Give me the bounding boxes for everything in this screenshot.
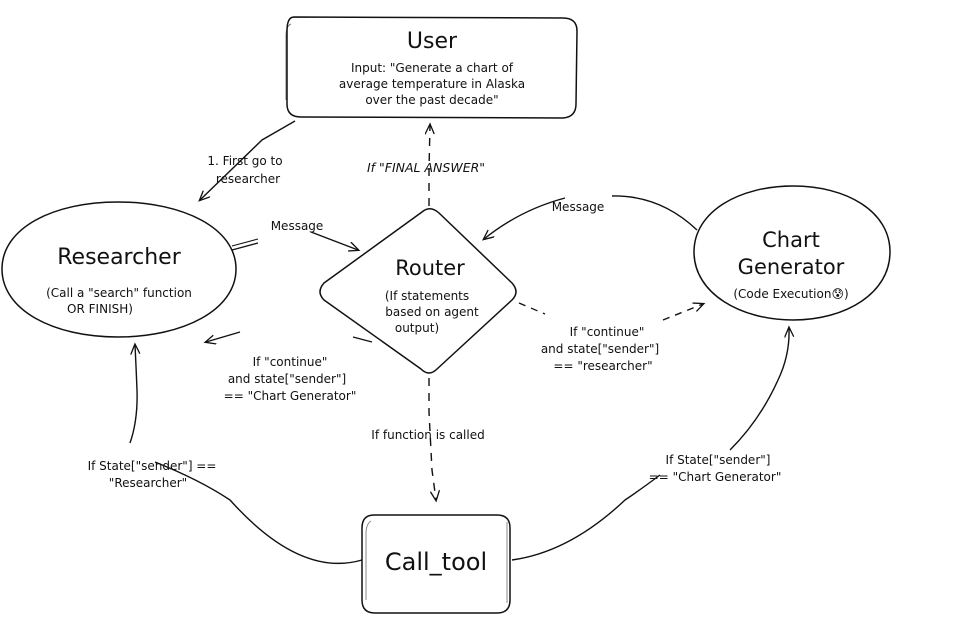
- edge-label-user-to-researcher: 1. First go to researcher: [207, 154, 282, 186]
- edge-label-line: If "continue": [253, 355, 328, 369]
- edge-router-to-user: [429, 125, 430, 206]
- node-chart-generator-title-1: Chart: [762, 228, 820, 252]
- node-call-tool[interactable]: Call_tool: [361, 514, 511, 614]
- node-chart-generator-line-1: (Code Execution😰): [733, 287, 848, 301]
- node-user-line-1: Input: "Generate a chart of: [351, 61, 514, 75]
- edge-calltool-to-chartgen: [511, 328, 789, 561]
- edge-label-router-to-chartgen: If "continue" and state["sender"] == "re…: [541, 325, 659, 373]
- node-researcher-title: Researcher: [57, 245, 181, 270]
- node-researcher-line-2: OR FINISH): [67, 302, 133, 316]
- node-user[interactable]: User Input: "Generate a chart of average…: [285, 16, 578, 119]
- edge-label-calltool-to-chartgen: If State["sender"] == "Chart Generator": [649, 453, 782, 484]
- edge-label-line: and state["sender"]: [228, 372, 346, 386]
- node-researcher[interactable]: Researcher (Call a "search" function OR …: [1, 201, 237, 338]
- edge-router-to-researcher: [206, 331, 373, 342]
- edge-router-to-chartgen: [518, 302, 703, 321]
- edge-label-router-to-user: If "FINAL ANSWER": [367, 160, 485, 175]
- edge-label-chartgen-to-router: Message: [552, 200, 605, 214]
- edge-label-line: and state["sender"]: [541, 342, 659, 356]
- edge-label-line: If "FINAL ANSWER": [367, 160, 485, 175]
- node-router-title: Router: [395, 256, 465, 280]
- edge-label-line: researcher: [216, 172, 280, 186]
- edge-researcher-to-router: [231, 231, 358, 250]
- edge-label-researcher-to-router: Message: [271, 219, 324, 233]
- edge-label-line: If "continue": [570, 325, 645, 339]
- node-router-line-1: (If statements: [385, 289, 469, 303]
- edge-label-line: == "researcher": [553, 359, 652, 373]
- edge-label-line: "Researcher": [109, 476, 187, 490]
- edge-label-line: Message: [552, 200, 605, 214]
- edge-calltool-to-researcher: [129, 345, 363, 564]
- node-router[interactable]: Router (If statements based on agent out…: [319, 208, 517, 374]
- edge-user-to-researcher: [200, 120, 296, 200]
- edge-label-router-to-calltool: If function is called: [371, 428, 484, 442]
- edge-label-line: Message: [271, 219, 324, 233]
- edge-label-line: If State["sender"]: [666, 453, 771, 467]
- node-researcher-line-1: (Call a "search" function: [46, 286, 192, 300]
- node-user-line-2: average temperature in Alaska: [339, 77, 525, 91]
- edge-label-line: == "Chart Generator": [224, 389, 357, 403]
- node-chart-generator[interactable]: Chart Generator (Code Execution😰): [693, 185, 891, 321]
- edge-label-line: If State["sender"] ==: [88, 459, 217, 473]
- edge-chartgen-to-router: [484, 195, 698, 239]
- node-router-line-2: based on agent: [385, 305, 479, 319]
- node-user-title: User: [407, 29, 458, 54]
- edge-label-calltool-to-researcher: If State["sender"] == "Researcher": [88, 459, 217, 490]
- edge-label-router-to-researcher: If "continue" and state["sender"] == "Ch…: [224, 355, 357, 403]
- node-chart-generator-title-2: Generator: [738, 255, 845, 279]
- edge-label-line: If function is called: [371, 428, 484, 442]
- edge-label-line: == "Chart Generator": [649, 470, 782, 484]
- edge-router-to-calltool: [428, 378, 436, 500]
- edge-label-line: 1. First go to: [207, 154, 282, 168]
- node-user-line-3: over the past decade": [365, 93, 498, 107]
- node-router-line-3: output): [395, 321, 439, 335]
- node-call-tool-title: Call_tool: [385, 548, 487, 576]
